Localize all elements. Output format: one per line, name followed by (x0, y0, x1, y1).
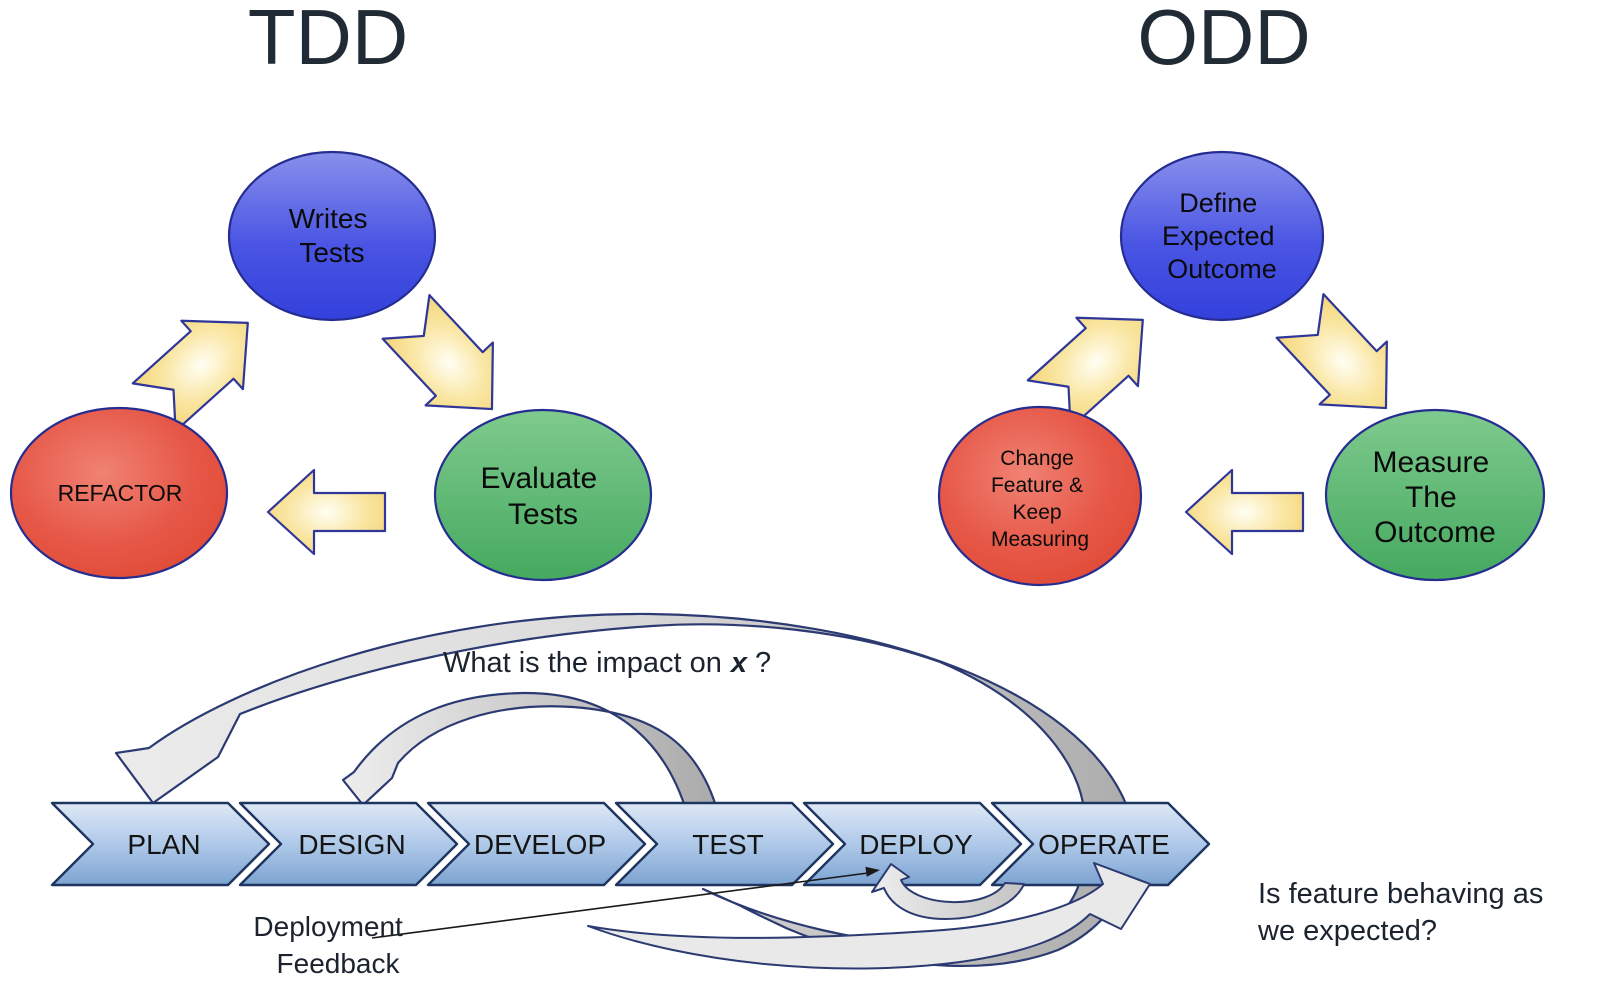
evaluate-tests-node (433, 408, 653, 582)
refactor-node (9, 406, 229, 580)
evaluate-tests-label: Evaluate Tests (480, 462, 605, 531)
writes-tests-label: Writes Tests (289, 203, 376, 268)
operate-to-plan-feedback-arrow (114, 612, 1135, 967)
tdd-title: TDD (248, 0, 408, 81)
stage-label-develop: DEVELOP (474, 829, 606, 860)
define-outcome-node (1119, 150, 1325, 322)
stage-chevron-develop (426, 801, 647, 887)
stage-label-operate: OPERATE (1038, 829, 1170, 860)
tdd-cycle: TDD Writes Tests REFACTOR Evaluate Tests (9, 0, 653, 582)
operate-to-deploy-feedback-arrow (871, 863, 1025, 920)
refactor-to-writes-arrow (131, 319, 249, 433)
evaluate-to-refactor-arrow (266, 468, 387, 556)
stage-chevron-operate (990, 801, 1211, 887)
deployment-feedback-pointer (371, 866, 880, 939)
odd-cycle: ODD Define Expected Outcome Change Featu… (937, 0, 1546, 587)
operate-loop-feedback-arrow (587, 862, 1151, 970)
stage-label-test: TEST (692, 829, 764, 860)
measure-outcome-label: Measure The Outcome (1372, 446, 1497, 549)
test-to-design-feedback-arrow (341, 691, 720, 815)
stage-label-plan: PLAN (127, 829, 200, 860)
change-to-define-arrow (1026, 316, 1144, 430)
stage-chevron-plan (50, 801, 271, 887)
odd-title: ODD (1137, 0, 1310, 81)
measure-outcome-node (1324, 408, 1546, 582)
measure-to-change-arrow (1184, 468, 1305, 556)
stage-chevron-deploy (802, 801, 1023, 887)
change-feature-label: Change Feature & Keep Measuring (991, 447, 1089, 551)
stage-chevron-design (238, 801, 459, 887)
change-feature-node (937, 405, 1143, 587)
deployment-feedback-text: Deployment Feedback (253, 911, 410, 979)
behaving-question-text: Is feature behaving as we expected? (1257, 878, 1551, 947)
define-outcome-label: Define Expected Outcome (1162, 188, 1282, 284)
writes-to-evaluate-arrow (381, 294, 494, 411)
writes-tests-node (227, 150, 437, 322)
stage-label-deploy: DEPLOY (859, 829, 973, 860)
delivery-pipeline: PLAN DESIGN DEVELOP TEST DEPLOY OPERATE (50, 801, 1211, 887)
refactor-label: REFACTOR (58, 480, 183, 506)
stage-chevron-test (614, 801, 835, 887)
stage-label-design: DESIGN (298, 829, 405, 860)
define-to-measure-arrow (1275, 293, 1388, 410)
